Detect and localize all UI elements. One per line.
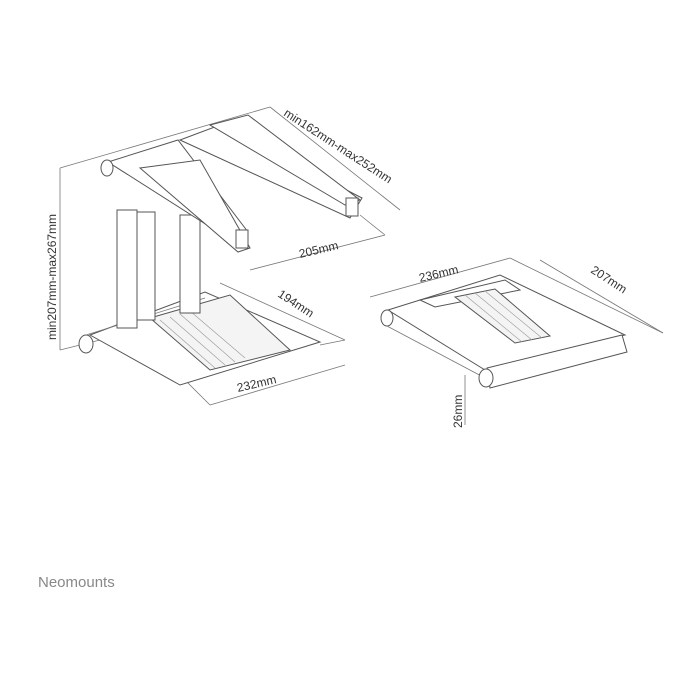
dimension-lines-folded (369, 257, 664, 425)
label-arm-depth: 205mm (298, 238, 340, 261)
label-height-range: min207mm-max267mm (45, 214, 59, 340)
label-folded-width: 236mm (418, 262, 460, 285)
laptop-stand-folded-drawing (380, 274, 628, 389)
dimension-lines-stand (59, 106, 401, 406)
brand-logo: Neomounts (38, 574, 115, 591)
label-folded-height: 26mm (451, 395, 465, 428)
label-base-depth: 194mm (275, 287, 316, 321)
label-folded-depth: 207mm (588, 263, 629, 297)
laptop-stand-extended-drawing (78, 114, 363, 386)
